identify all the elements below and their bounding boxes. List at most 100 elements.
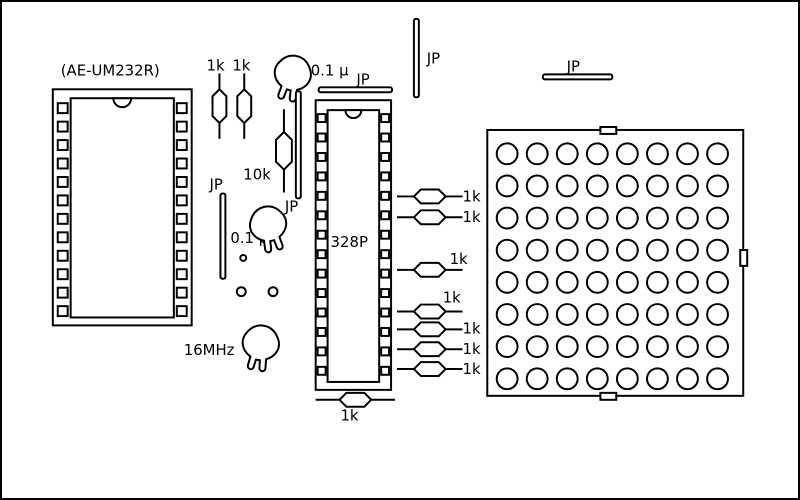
led-dot bbox=[585, 142, 609, 166]
led-dot bbox=[646, 303, 669, 326]
resistor-label: 1k bbox=[462, 360, 480, 378]
resistor-label: 1k bbox=[450, 250, 468, 268]
led-dot bbox=[646, 206, 669, 230]
matrix-tab-top bbox=[599, 126, 618, 135]
crystal-label: 16MHz bbox=[184, 341, 235, 359]
jumper-label: JP bbox=[426, 50, 440, 68]
socket-pin bbox=[56, 102, 69, 115]
resistor-1k bbox=[396, 188, 464, 205]
led-dot bbox=[676, 335, 699, 359]
mcu-pin bbox=[316, 346, 327, 357]
led-dot bbox=[495, 206, 519, 230]
mcu-pin bbox=[316, 171, 327, 182]
led-dot bbox=[525, 270, 549, 294]
socket-pin bbox=[56, 139, 69, 151]
socket-pin bbox=[175, 249, 188, 262]
led-dot bbox=[676, 238, 699, 262]
socket-pin bbox=[175, 157, 188, 170]
resistor-1k bbox=[396, 321, 464, 338]
um232r-socket: (AE-UM232R) bbox=[51, 61, 193, 327]
mcu-notch bbox=[344, 109, 363, 119]
led-dot bbox=[585, 206, 609, 230]
socket-pin bbox=[56, 231, 69, 244]
socket-pin bbox=[56, 157, 69, 170]
led-dot bbox=[495, 238, 519, 262]
led-dot bbox=[555, 174, 579, 198]
mcu-pin bbox=[316, 190, 327, 201]
mcu-pin bbox=[316, 151, 327, 162]
led-dot bbox=[555, 335, 579, 359]
mcu-body bbox=[326, 109, 381, 383]
led-dot bbox=[585, 335, 609, 359]
pad-dot bbox=[267, 286, 279, 298]
matrix-dots bbox=[495, 142, 729, 391]
mcu-pin bbox=[316, 307, 327, 318]
jumper-above-mcu: JP bbox=[317, 70, 394, 94]
matrix-outline bbox=[486, 128, 745, 397]
led-dot bbox=[676, 303, 699, 326]
resistor-label: 10k bbox=[243, 166, 271, 184]
mcu-pin bbox=[380, 288, 391, 299]
led-dot bbox=[676, 270, 699, 294]
resistor-1k bbox=[396, 209, 464, 226]
mcu-pins bbox=[316, 113, 391, 376]
socket-pin bbox=[175, 120, 188, 133]
jumper-label: JP bbox=[284, 197, 298, 215]
led-dot bbox=[706, 174, 729, 198]
led-dot bbox=[646, 270, 669, 294]
resistor-1k bbox=[396, 341, 464, 358]
socket-pin bbox=[175, 231, 188, 244]
socket-pin bbox=[175, 305, 188, 318]
socket-pin bbox=[175, 212, 188, 225]
mcu-pin bbox=[380, 132, 391, 143]
resistor-label: 1k bbox=[207, 56, 225, 74]
mcu-pin bbox=[380, 113, 391, 124]
jumper-label: JP bbox=[355, 70, 369, 88]
mcu-pin bbox=[380, 365, 391, 376]
mcu-pin bbox=[316, 249, 327, 260]
mcu-328p: 328P bbox=[314, 99, 393, 391]
mcu-pin bbox=[380, 307, 391, 318]
led-dot bbox=[585, 367, 609, 391]
led-dot bbox=[585, 270, 609, 294]
led-dot bbox=[646, 335, 669, 359]
led-dot bbox=[495, 174, 519, 198]
led-dot bbox=[495, 142, 519, 166]
led-dot bbox=[585, 303, 609, 326]
led-dot bbox=[676, 367, 699, 391]
led-dot bbox=[615, 367, 639, 391]
resistor-label: 1k bbox=[462, 208, 480, 226]
mcu-pin bbox=[316, 229, 327, 240]
led-dot bbox=[585, 238, 609, 262]
led-dot bbox=[615, 335, 639, 359]
mcu-pin bbox=[380, 229, 391, 240]
socket-pin bbox=[56, 286, 69, 299]
led-dot bbox=[676, 174, 699, 198]
led-dot bbox=[495, 335, 519, 359]
led-dot bbox=[706, 303, 729, 326]
mcu-pin bbox=[316, 132, 327, 143]
led-dot bbox=[706, 335, 729, 359]
matrix-tab-bottom bbox=[599, 391, 618, 401]
led-dot bbox=[495, 303, 519, 326]
cap-label: 0.1 μ bbox=[311, 61, 349, 79]
led-dot bbox=[555, 270, 579, 294]
led-dot bbox=[615, 142, 639, 166]
led-dot bbox=[615, 174, 639, 198]
jumper-label: JP bbox=[209, 175, 223, 193]
jumper-matrix: JP bbox=[541, 57, 614, 81]
led-dot bbox=[646, 238, 669, 262]
socket-pin bbox=[56, 305, 69, 318]
part-label-um232r: (AE-UM232R) bbox=[61, 61, 160, 79]
led-dot bbox=[525, 335, 549, 359]
jumper-wire bbox=[317, 86, 394, 94]
led-dot bbox=[646, 367, 669, 391]
socket-pin bbox=[175, 286, 188, 299]
led-dot bbox=[495, 270, 519, 294]
led-dot bbox=[555, 142, 579, 166]
mcu-pin bbox=[380, 151, 391, 162]
led-dot bbox=[525, 174, 549, 198]
mcu-label: 328P bbox=[331, 233, 368, 251]
